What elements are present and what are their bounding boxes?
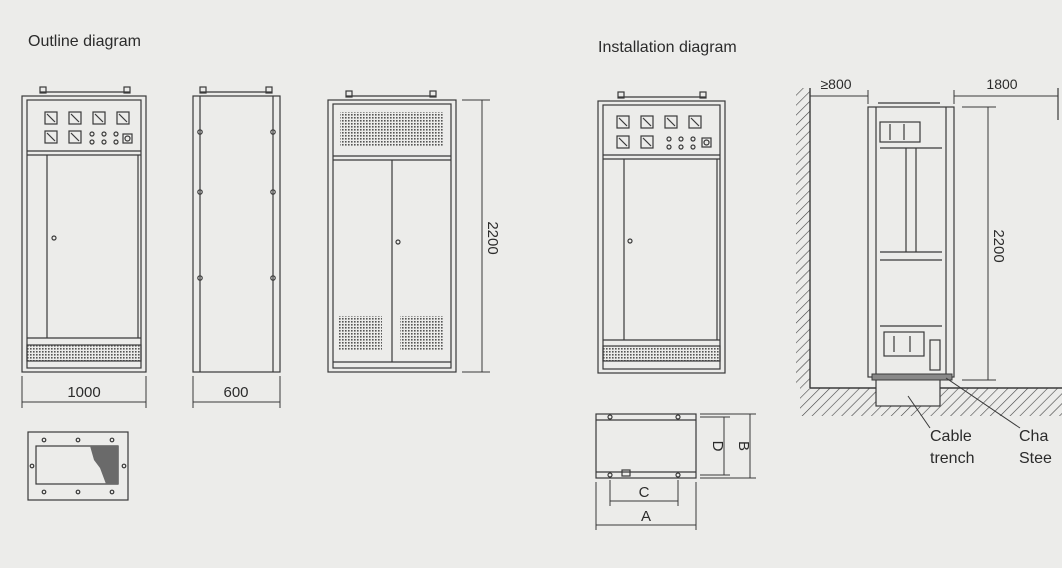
dim-depth-line	[192, 376, 281, 408]
channel-steel	[871, 373, 953, 381]
channel-steel-label-2: Stee	[1019, 450, 1052, 467]
dim-width-line	[21, 376, 147, 408]
cable-trench-label-1: Cable	[930, 428, 972, 445]
room-section	[796, 88, 1062, 416]
section-cabinet	[867, 102, 955, 378]
room-dim-height-label: 2200	[990, 229, 1007, 262]
outline-side-view	[192, 86, 281, 373]
cable-trench-label-2: trench	[930, 450, 974, 467]
installation-base-plan	[595, 413, 697, 479]
front-meter-panel	[44, 111, 133, 145]
dim-C-label: C	[639, 484, 650, 501]
dim-B-label: B	[735, 441, 752, 451]
dim-rear-clearance-label: 1800	[986, 76, 1017, 92]
left-wall-hatch	[796, 88, 810, 388]
dim-D-label: D	[709, 441, 726, 452]
cable-trench	[875, 377, 941, 407]
dim-height-label: 2200	[484, 221, 501, 254]
room-dim-lines	[810, 90, 1058, 429]
channel-steel-label-1: Cha	[1019, 428, 1048, 445]
dim-front-clearance-label: ≥800	[820, 76, 851, 92]
dim-width-label: 1000	[67, 384, 100, 401]
dim-A-label: A	[641, 508, 651, 525]
installation-meter-panel	[616, 115, 712, 150]
dim-height-line	[462, 99, 490, 373]
outline-front-view	[21, 86, 147, 373]
outline-base-plan	[27, 431, 129, 501]
installation-title: Installation diagram	[598, 39, 737, 56]
install-dim-lines	[595, 413, 756, 530]
outline-rear-view	[327, 90, 457, 373]
dim-depth-label: 600	[223, 384, 248, 401]
installation-front-view	[597, 91, 726, 374]
outline-title: Outline diagram	[28, 33, 141, 50]
